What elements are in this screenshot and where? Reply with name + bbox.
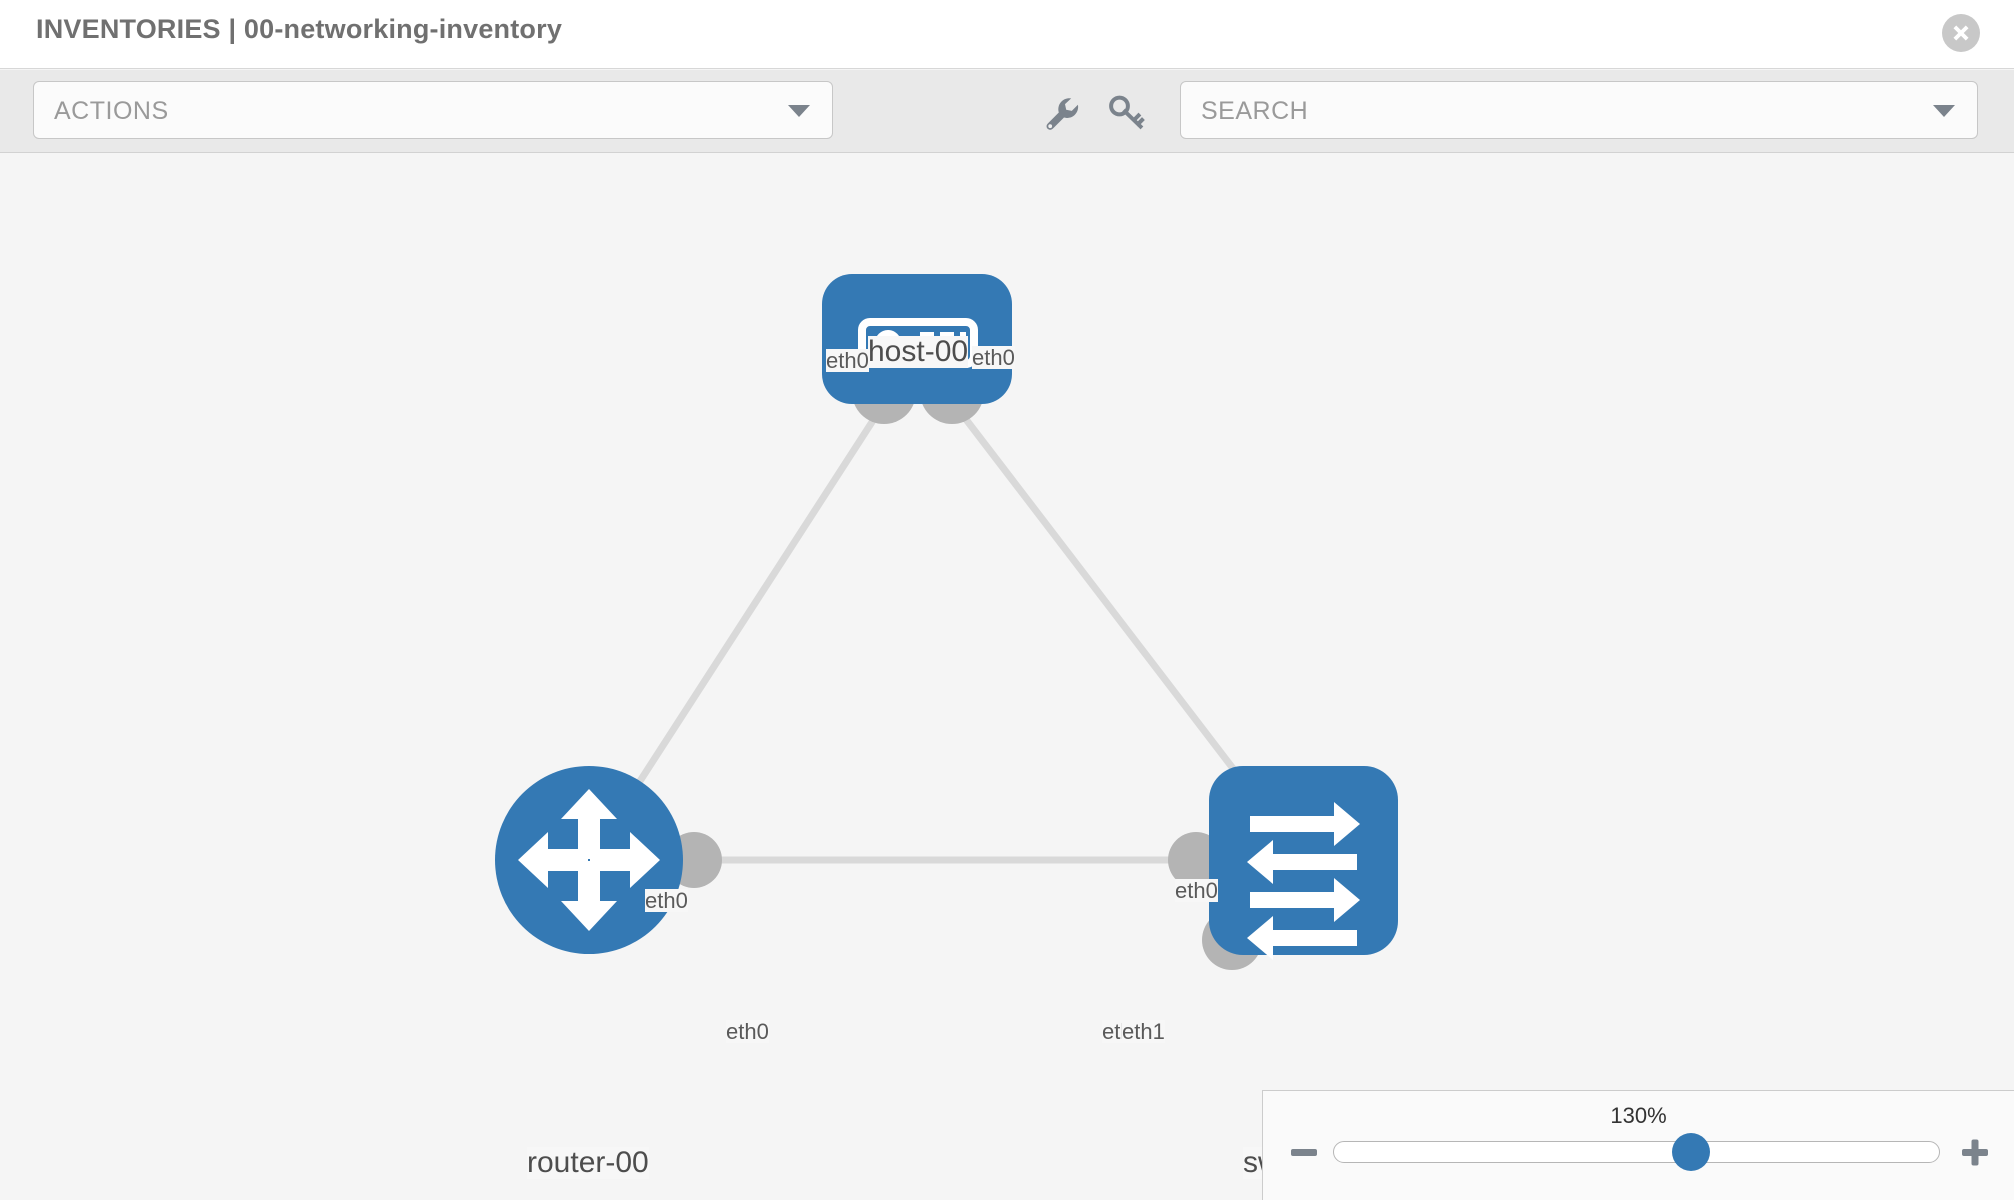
search-input[interactable]: SEARCH — [1180, 81, 1978, 139]
actions-dropdown[interactable]: ACTIONS — [33, 81, 833, 139]
plus-icon[interactable] — [1958, 1135, 1992, 1169]
window-header: INVENTORIES | 00-networking-inventory — [0, 0, 2014, 69]
edge-label-host-switch: eth0 — [972, 345, 1015, 370]
node-router-00 — [495, 766, 683, 954]
edge-label-router-switch-to: eth1 — [1122, 1019, 1165, 1044]
zoom-control: 130% — [1262, 1090, 2014, 1200]
zoom-percent-label: 130% — [1610, 1103, 1667, 1128]
toolbar: ACTIONS SEARCH — [0, 70, 2014, 153]
edge-label-host-router: eth0 — [826, 348, 869, 373]
wrench-icon[interactable] — [1040, 92, 1082, 134]
actions-dropdown-label: ACTIONS — [54, 97, 169, 125]
edge-label-switch-host: eth0 — [1175, 878, 1218, 903]
edge-lines — [586, 351, 1306, 864]
minus-icon[interactable] — [1287, 1135, 1321, 1169]
node-switch-00 — [1209, 766, 1398, 960]
edge-label-router-switch-from: eth0 — [726, 1019, 769, 1044]
port-connectors — [666, 360, 1262, 970]
key-icon[interactable] — [1105, 92, 1147, 134]
search-placeholder: SEARCH — [1201, 97, 1309, 125]
topology-canvas[interactable]: eth0 host-00 eth0 eth0 eth0 eth0 eth eth… — [0, 154, 2014, 1200]
edge-label-router-host: eth0 — [645, 888, 688, 913]
zoom-slider[interactable] — [1333, 1133, 1940, 1171]
chevron-down-icon[interactable] — [1933, 105, 1955, 117]
node-label-router-00: router-00 — [527, 1146, 649, 1179]
page-title: INVENTORIES | 00-networking-inventory — [36, 14, 563, 44]
node-label-host-00: host-00 — [868, 335, 969, 368]
zoom-slider-thumb[interactable] — [1671, 1133, 1710, 1171]
topology-graph — [495, 274, 1398, 970]
close-icon[interactable] — [1942, 14, 1980, 52]
chevron-down-icon — [788, 105, 810, 117]
